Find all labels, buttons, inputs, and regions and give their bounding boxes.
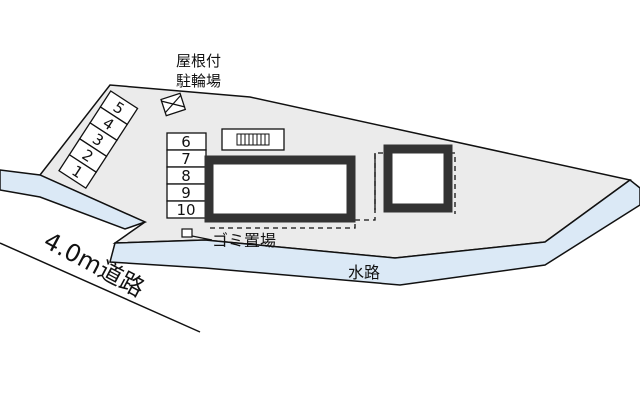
parking-label-6: 6 [181, 133, 191, 151]
bike-shelter-label-line1: 屋根付 [176, 52, 221, 70]
waterway-channel-left [0, 169, 148, 230]
main-building [204, 155, 356, 223]
parking-label-9: 9 [181, 184, 191, 202]
bike-rack [221, 128, 285, 151]
waterway-channel-right [109, 179, 640, 286]
road-edge-line [0, 242, 201, 333]
boundary-dashed-line [210, 152, 456, 229]
parking-space [58, 153, 98, 190]
parking-label-7: 7 [181, 150, 191, 168]
parking-left-group: 5 4 3 2 1 [58, 90, 139, 190]
bike-shelter-label-line2: 駐輪場 [176, 72, 221, 90]
parking-right-group: 6 7 8 9 10 [166, 132, 207, 219]
garbage-leader-line [191, 235, 213, 241]
bike-shelter-symbol [160, 92, 187, 117]
annex-building [383, 144, 453, 213]
garbage-area-symbol [181, 228, 193, 238]
parking-label-8: 8 [181, 167, 191, 185]
waterway-label: 水路 [348, 263, 380, 282]
parking-label-10: 10 [176, 201, 195, 219]
garbage-label: ゴミ置場 [212, 231, 276, 250]
